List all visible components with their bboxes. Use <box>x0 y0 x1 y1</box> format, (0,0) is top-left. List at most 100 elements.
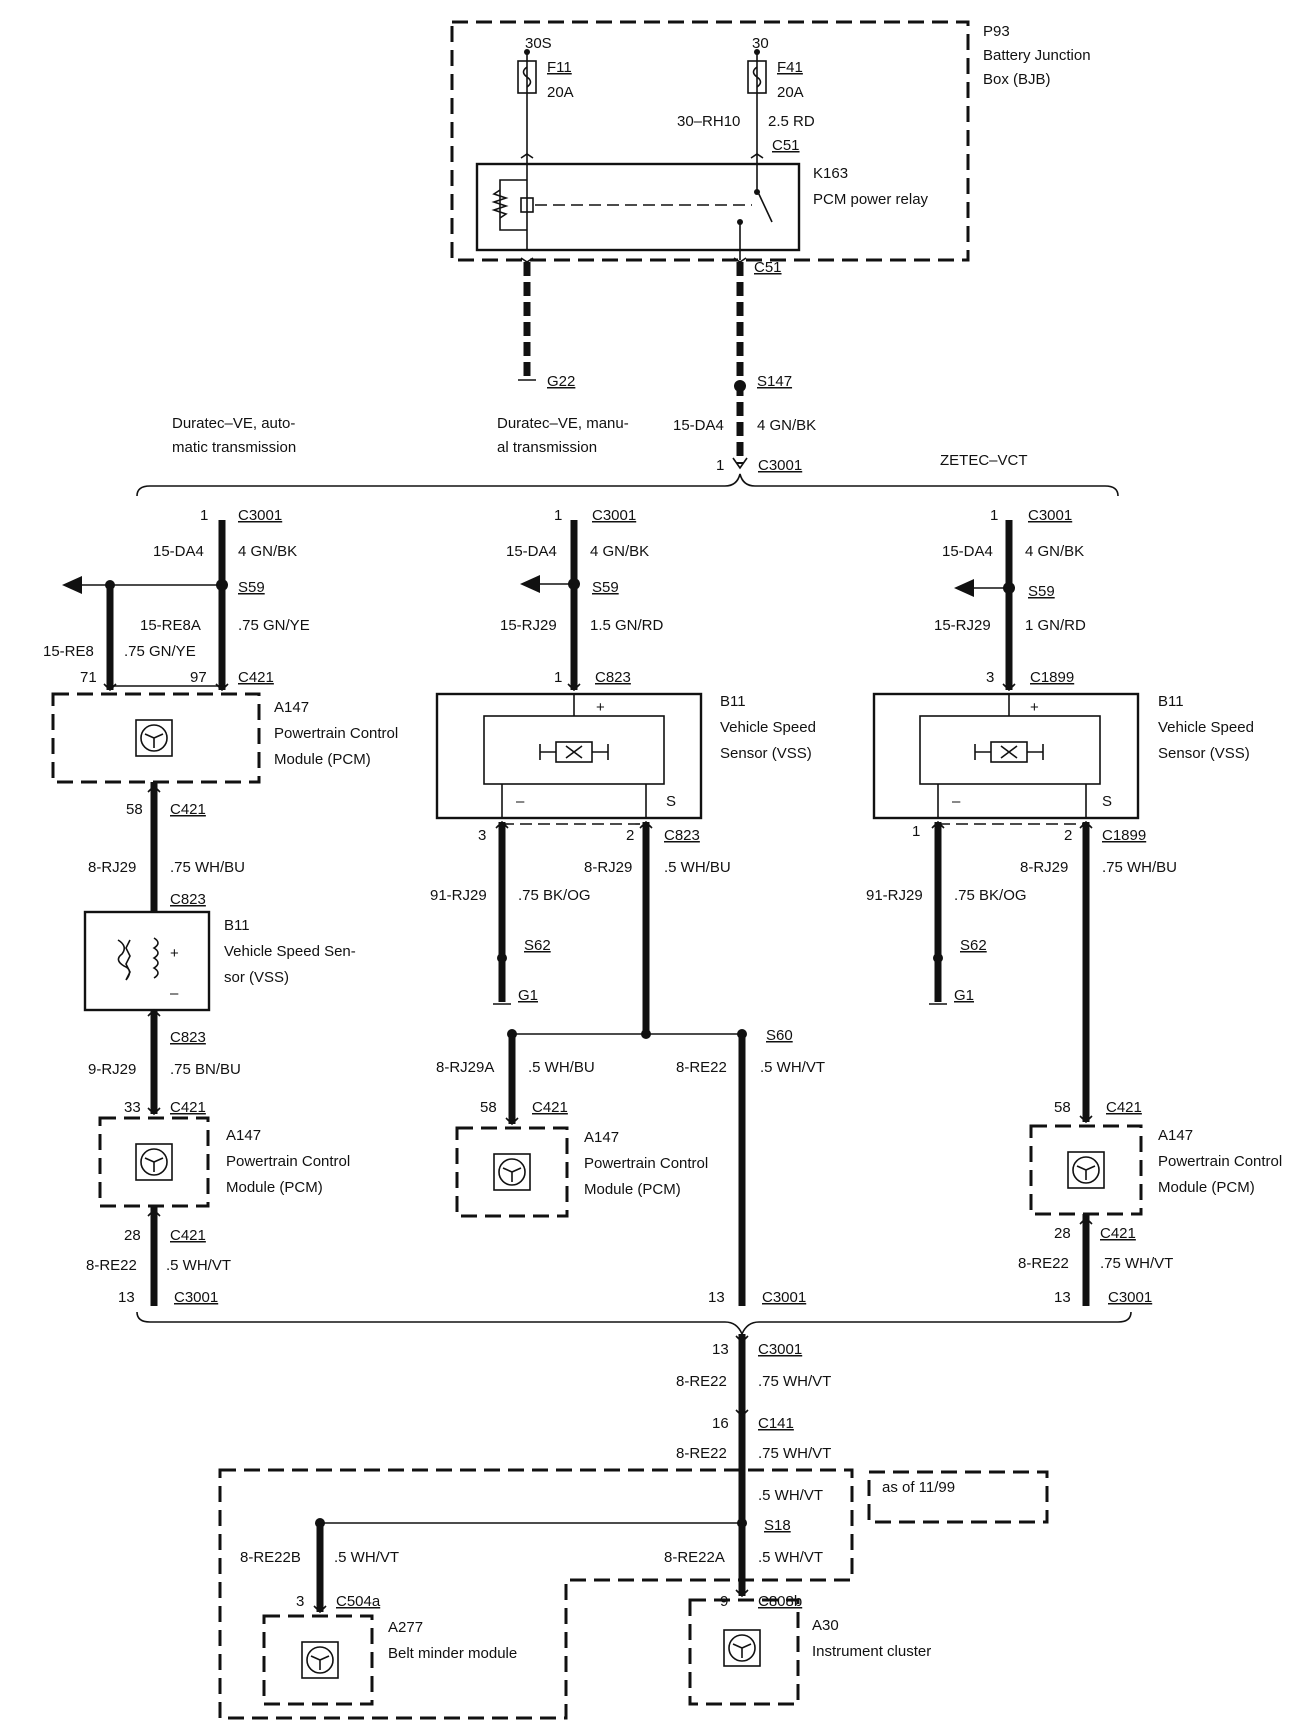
right-vss-name-line1: Vehicle Speed <box>1158 719 1254 736</box>
left-vss-minus: – <box>170 985 179 1002</box>
left-pcm-id: A147 <box>274 699 309 716</box>
left-pcm2-id: A147 <box>226 1127 261 1144</box>
terminal-30-label: 30 <box>752 35 769 52</box>
top-wire-code: 15-DA4 <box>673 417 724 434</box>
middle-pcm-name-line1: Powertrain Control <box>584 1155 708 1172</box>
middle-connector-c823b: C823 <box>664 827 700 844</box>
right-connector-c1899: C1899 <box>1030 669 1074 686</box>
right-vss-name-line2: Sensor (VSS) <box>1158 745 1250 762</box>
top-feed: G22 S147 15-DA4 4 GN/BK 1 C3001 Duratec–… <box>136 262 1119 497</box>
left-wire4-spec: .75 WH/BU <box>170 859 245 876</box>
right-connector-c3001: C3001 <box>1028 507 1072 524</box>
left-wire3-code: 15-RE8 <box>43 643 94 660</box>
top-connector-c3001: C3001 <box>758 457 802 474</box>
left-wire4-code: 8-RJ29 <box>88 859 136 876</box>
splice-s62-middle <box>497 953 507 963</box>
middle-wire5-code: 8-RJ29A <box>436 1059 494 1076</box>
middle-vss-id: B11 <box>720 693 746 710</box>
middle-splice-s62-label: S62 <box>524 937 551 954</box>
middle-wire1-spec: 4 GN/BK <box>590 543 649 560</box>
top-brace <box>136 473 1119 497</box>
right-vss-minus: – <box>952 793 961 810</box>
left-vss-plus: + <box>170 945 179 962</box>
splice-s147 <box>734 380 746 392</box>
right-ground-g1-label: G1 <box>954 987 974 1004</box>
middle-wire5-spec: .5 WH/BU <box>528 1059 595 1076</box>
pcm-left-1-box <box>51 692 261 784</box>
fuse-f41-rating: 20A <box>777 84 804 101</box>
left-connector-c421b: C421 <box>170 801 206 818</box>
middle-splice-s60-label: S60 <box>766 1027 793 1044</box>
bottom-wire5-spec: .5 WH/VT <box>758 1549 823 1566</box>
middle-connector-c3001b: C3001 <box>762 1289 806 1306</box>
middle-pin-3: 3 <box>478 827 486 844</box>
middle-vss-s: S <box>666 793 676 810</box>
as-of-box <box>867 1470 1049 1524</box>
relay-id: K163 <box>813 165 848 182</box>
left-connector-c421d: C421 <box>170 1227 206 1244</box>
middle-pcm-id: A147 <box>584 1129 619 1146</box>
splice-s147-label: S147 <box>757 373 792 390</box>
bottom-wire4-code: 8-RE22B <box>240 1549 301 1566</box>
right-wire5-code: 8-RE22 <box>1018 1255 1069 1272</box>
middle-wire2-code: 15-RJ29 <box>500 617 557 634</box>
right-wire2-spec: 1 GN/RD <box>1025 617 1086 634</box>
right-vss-id: B11 <box>1158 693 1184 710</box>
bjb-name-line1: Battery Junction <box>983 47 1091 64</box>
vss-right-inner <box>919 715 1101 785</box>
splice-s62-right <box>933 953 943 963</box>
left-connector-c421c: C421 <box>170 1099 206 1116</box>
ground-g22-label: G22 <box>547 373 575 390</box>
middle-vss-name-line1: Vehicle Speed <box>720 719 816 736</box>
vss-left-box <box>83 910 211 1012</box>
middle-connector-c3001: C3001 <box>592 507 636 524</box>
middle-column: 1 C3001 15-DA4 4 GN/BK S59 15-RJ29 1.5 G… <box>430 507 825 1306</box>
connector-c51-top: C51 <box>772 137 800 154</box>
middle-vss-plus: + <box>596 699 605 716</box>
bottom-connector-c141: C141 <box>758 1415 794 1432</box>
right-column: 1 C3001 15-DA4 4 GN/BK S59 15-RJ29 1 GN/… <box>866 507 1282 1306</box>
instrument-cluster-id: A30 <box>812 1617 839 1634</box>
fuse-f41-label: F41 <box>777 59 803 76</box>
bottom-brace <box>136 1311 1132 1337</box>
terminal-30s-label: 30S <box>525 35 552 52</box>
bottom-connector-c504a: C504a <box>336 1593 381 1610</box>
middle-wire2-spec: 1.5 GN/RD <box>590 617 664 634</box>
right-connector-c421b: C421 <box>1100 1225 1136 1242</box>
bottom-wire5-code: 8-RE22A <box>664 1549 725 1566</box>
pcm-middle-box <box>455 1126 569 1218</box>
instrument-cluster-name: Instrument cluster <box>812 1643 931 1660</box>
bjb-outline <box>450 20 970 262</box>
left-wire1-code: 15-DA4 <box>153 543 204 560</box>
arrow-left-middle-icon <box>520 575 540 593</box>
left-pin-71: 71 <box>80 669 97 686</box>
right-pcm-name-line1: Powertrain Control <box>1158 1153 1282 1170</box>
middle-splice-s59-label: S59 <box>592 579 619 596</box>
left-wire1-spec: 4 GN/BK <box>238 543 297 560</box>
bottom-pin-16: 16 <box>712 1415 729 1432</box>
middle-wire4-spec: .75 BK/OG <box>518 887 591 904</box>
bottom-wire4-spec: .5 WH/VT <box>334 1549 399 1566</box>
right-pin-1: 1 <box>990 507 998 524</box>
pcm-middle-icon <box>493 1153 531 1191</box>
belt-minder-id: A277 <box>388 1619 423 1636</box>
right-vss-s: S <box>1102 793 1112 810</box>
middle-wire4-code: 91-RJ29 <box>430 887 487 904</box>
middle-connector-c421: C421 <box>532 1099 568 1116</box>
vss-right-box <box>872 692 1140 820</box>
right-pcm-id: A147 <box>1158 1127 1193 1144</box>
middle-pin-1b: 1 <box>554 669 562 686</box>
fuse-f11-rating: 20A <box>547 84 574 101</box>
variant-auto-line1: Duratec–VE, auto- <box>172 415 295 432</box>
right-pcm-name-line2: Module (PCM) <box>1158 1179 1255 1196</box>
bottom-connector-c808b: C808b <box>758 1593 802 1610</box>
variant-manual-line1: Duratec–VE, manu- <box>497 415 629 432</box>
middle-wire3-code: 8-RJ29 <box>584 859 632 876</box>
bottom-wire1-code: 8-RE22 <box>676 1373 727 1390</box>
left-pin-58: 58 <box>126 801 143 818</box>
vss-left-pickup-icon <box>117 939 131 981</box>
left-connector-c3001: C3001 <box>238 507 282 524</box>
left-pcm2-name-line1: Powertrain Control <box>226 1153 350 1170</box>
bottom-section: 13 C3001 8-RE22 .75 WH/VT 16 C141 8-RE22… <box>136 1311 1132 1720</box>
right-wire4-spec: .75 BK/OG <box>954 887 1027 904</box>
